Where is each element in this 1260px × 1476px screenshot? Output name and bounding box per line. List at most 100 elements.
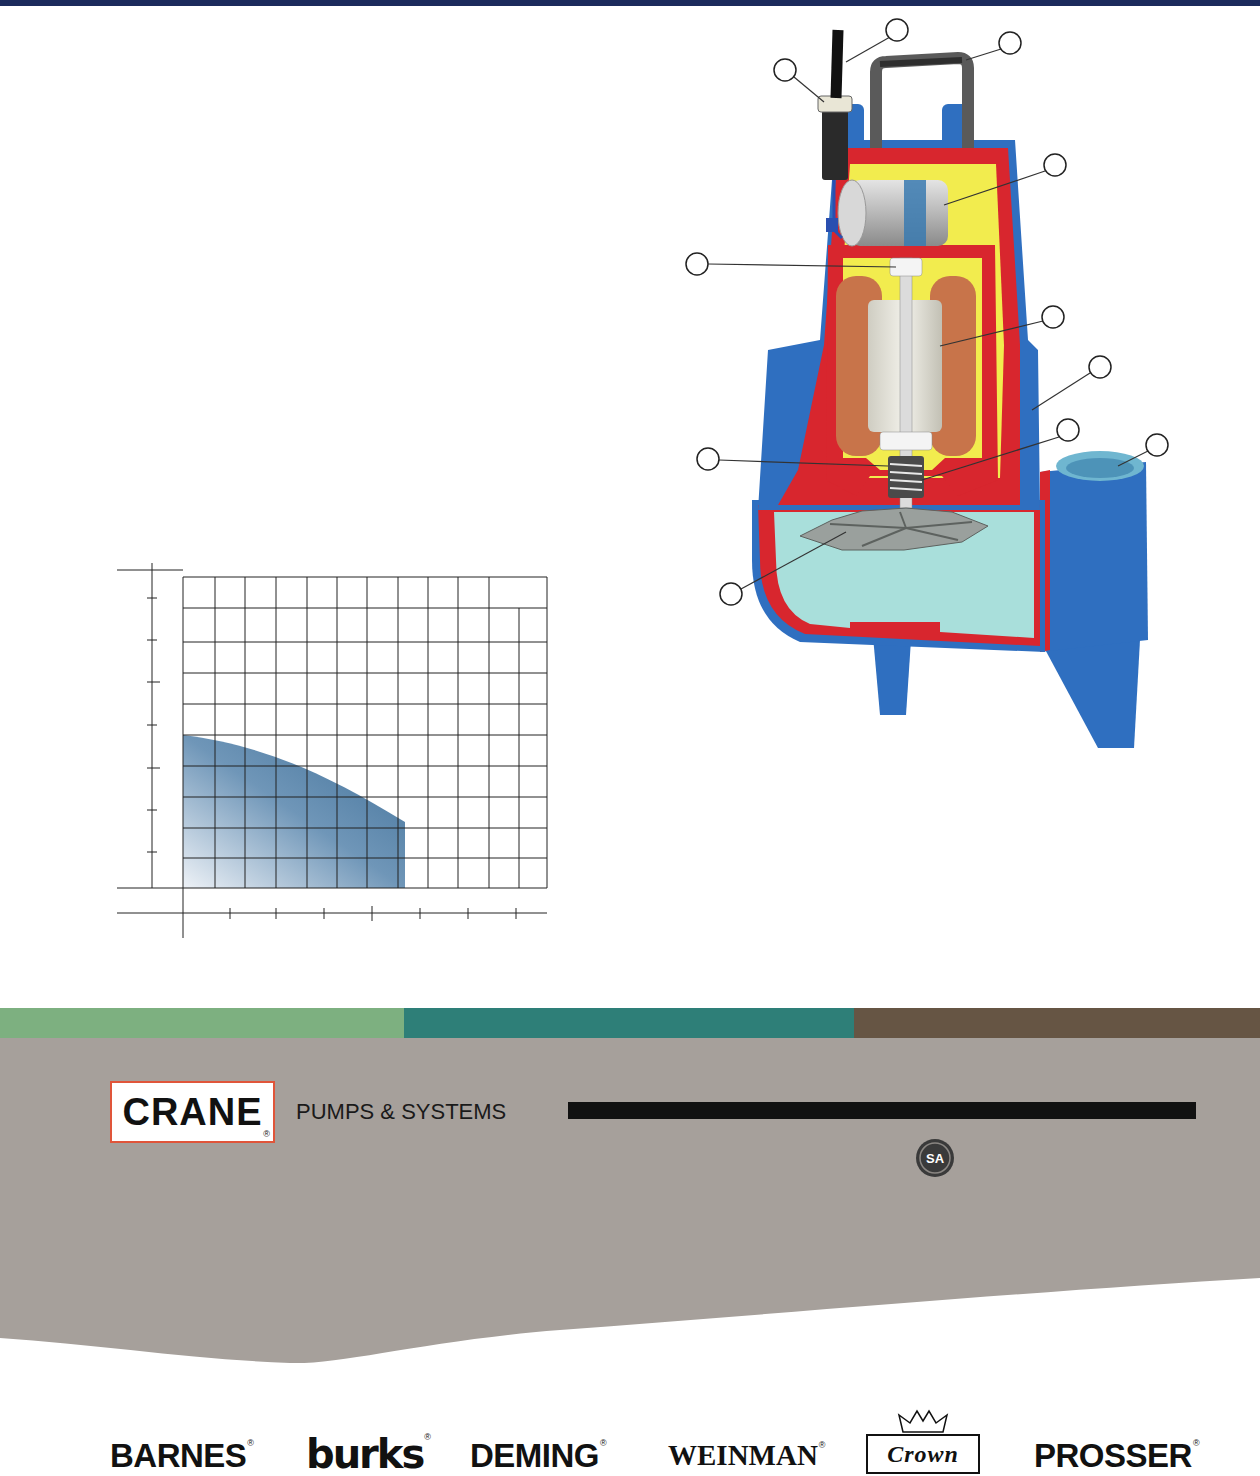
chart-grid-part (367, 577, 368, 888)
chart-grid-part (183, 735, 547, 736)
chart-grid-part (337, 577, 338, 888)
impeller-vane-part (862, 528, 906, 546)
chart-grid-part (183, 704, 547, 705)
stripe (404, 1008, 854, 1038)
power-cable (836, 30, 838, 98)
registered-mark: ® (424, 1432, 431, 1442)
callout-circles-part (1057, 419, 1079, 441)
seal-spring-part (890, 472, 922, 474)
chart-axes-part (516, 908, 517, 919)
gland-nut (818, 96, 852, 112)
chart-grid-part (183, 766, 547, 767)
chart-grid-part (428, 577, 429, 888)
brand-name: burks (306, 1431, 423, 1476)
volute-casing (752, 500, 1045, 652)
chart-grid-part (245, 577, 246, 888)
chart-grid-part (307, 577, 308, 888)
chart-grid-part (117, 888, 547, 889)
seal-spring-part (890, 464, 922, 466)
impeller (800, 508, 988, 550)
callout-circles-part (1044, 154, 1066, 176)
lower-bearing (880, 432, 932, 450)
crown-symbol (899, 1411, 947, 1432)
chart-axes-part (468, 908, 469, 919)
callout-circles-part (1146, 434, 1168, 456)
top-bar (0, 0, 1260, 6)
housing-wall (778, 148, 1020, 505)
leader-lines-part (846, 37, 890, 62)
callout-circles-part (886, 19, 908, 41)
registered-mark: ® (819, 1440, 826, 1450)
leader-lines (708, 37, 1148, 589)
capacitor-band (904, 180, 926, 246)
shaft-seal (888, 456, 924, 498)
chart-axes-part (147, 598, 157, 599)
csa-mark (916, 1139, 954, 1177)
chart-grid-part (519, 608, 520, 888)
chart-axes-part (420, 908, 421, 919)
tagline: PUMPS & SYSTEMS (296, 1099, 506, 1125)
discharge-opening (1056, 451, 1144, 481)
chart-grid-part (183, 577, 547, 578)
cable-gland (822, 110, 848, 180)
registered-mark: ® (1193, 1438, 1200, 1448)
seal-spring (890, 464, 922, 490)
chart-grid (117, 577, 547, 938)
impeller-vane (830, 512, 972, 546)
chart-grid-part (276, 577, 277, 888)
callout-circles (686, 19, 1168, 605)
stripe (0, 1008, 404, 1038)
chart-axes (117, 563, 547, 921)
handle (876, 58, 968, 148)
impeller-vane-part (906, 522, 972, 528)
chart-grid-part (489, 577, 490, 888)
leader-lines-part (944, 171, 1045, 205)
chart-grid-part (398, 577, 399, 888)
performance-area (183, 735, 405, 888)
leader-lines-part (708, 264, 896, 267)
chart-axes-part (324, 908, 325, 919)
volute-wall (758, 505, 1040, 646)
csa-ring (920, 1143, 950, 1173)
discharge-opening (1066, 458, 1134, 478)
chart-axes-part (147, 640, 157, 641)
discharge-pipe (1040, 462, 1148, 652)
handle-grip (880, 60, 962, 64)
seal-spring-part (890, 480, 922, 482)
callout-circles-part (999, 32, 1021, 54)
leader-lines-part (794, 77, 824, 102)
leader-lines-part (940, 321, 1043, 346)
chart-axes-part (147, 682, 160, 683)
leader-lines-part (741, 532, 846, 589)
callout-circles-part (720, 583, 742, 605)
registered-mark: ® (263, 1129, 270, 1139)
rule-bar (568, 1102, 1196, 1119)
impeller-vane-part (900, 512, 906, 528)
chart-grid-part (458, 577, 459, 888)
brand-name: Crown (887, 1441, 959, 1468)
impeller-vane-part (906, 528, 958, 540)
chart-grid-part (183, 673, 547, 674)
brand-name: WEINMAN (668, 1439, 818, 1472)
chart-grid-part (183, 858, 547, 859)
chart-grid-part (183, 608, 547, 609)
chart-grid-part (183, 797, 547, 798)
chart-axes-part (372, 906, 373, 921)
stripe (854, 1008, 1260, 1038)
chart-grid-part (183, 577, 184, 938)
chart-axes-part (147, 768, 160, 769)
leader-lines-part (1032, 373, 1090, 410)
motor-housing (758, 140, 1040, 510)
callout-circles-part (697, 448, 719, 470)
leader-lines-part (1118, 451, 1148, 466)
chart-axes-part (276, 908, 277, 919)
leader-lines-part (719, 460, 888, 466)
brand-name: PROSSER (1034, 1437, 1192, 1475)
chart-grid-part (215, 577, 216, 888)
chart-grid-part (183, 642, 547, 643)
chart-axes-part (147, 810, 157, 811)
chart-axes-part (147, 852, 157, 853)
wire-connector (826, 218, 838, 232)
